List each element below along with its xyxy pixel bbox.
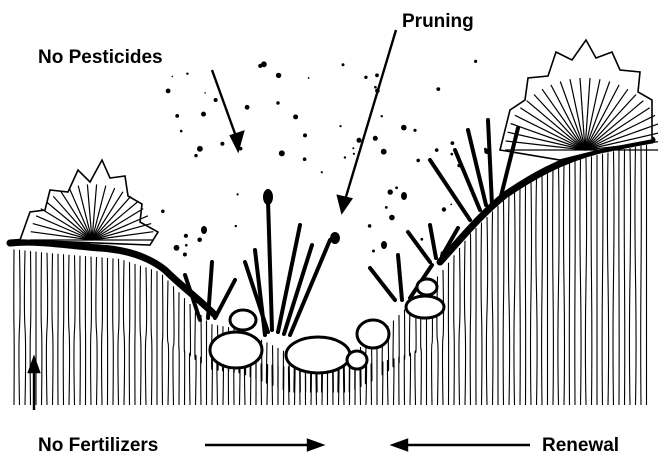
seed-heads <box>201 189 407 249</box>
pruning-arrow <box>345 30 396 200</box>
no-fertilizers-label: No Fertilizers <box>38 436 158 455</box>
pruning-label: Pruning <box>402 12 474 31</box>
renewal-label: Renewal <box>542 436 619 455</box>
right-plant-clump <box>500 40 658 160</box>
spray-dots <box>161 60 490 257</box>
no-pesticides-label: No Pesticides <box>38 48 163 67</box>
left-plant-clump <box>20 160 158 245</box>
pesticides-arrow <box>212 70 238 142</box>
